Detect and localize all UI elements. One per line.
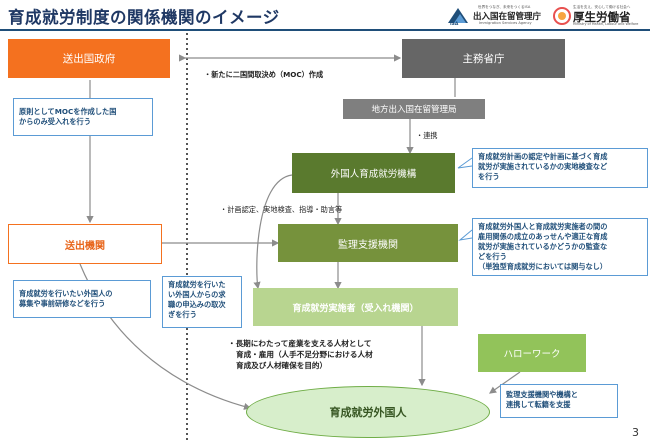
sending-government-label: 送出国政府	[62, 53, 116, 65]
renkei-label: ・連携	[416, 131, 438, 140]
note-line: 監理支援機関や機構と	[506, 390, 578, 399]
isa-logo: ISA 世界をつなぎ、未来をつくるISA 出入国在留管理庁 Immigratio…	[446, 5, 546, 27]
sending-government-box: 送出国政府	[8, 39, 170, 78]
hello-work-note: 監理支援機関や機構と 連携して転籍を支援	[500, 384, 618, 418]
training-implementer-arrow	[253, 174, 293, 290]
isa-logo-icon	[448, 8, 468, 23]
note-line: 育成就労計画の認定や計画に基づく育成	[478, 152, 608, 161]
purpose-text: ・長期にわたって産業を支える人材として 育成・雇用（人手不足分野における人材 育…	[228, 338, 373, 371]
mhlw-logo: 生活を支え、安心して働ける社会へ 厚生労働省 Ministry of Healt…	[553, 5, 648, 27]
ministries-box: 主務省庁	[402, 39, 565, 78]
note-line: （単独型育成就労においては関与なし）	[478, 262, 608, 271]
purpose-line: 育成及び人材確保を目的）	[236, 361, 328, 370]
note-line: 原則としてMOCを作成した国	[19, 107, 117, 116]
mhlw-logo-icon	[553, 7, 571, 25]
note-line: 育成就労を行いた	[168, 280, 226, 289]
sending-organization-label: 送出機関	[65, 240, 105, 252]
note-line: 育成就労外国人と育成就労実施者の間の	[478, 222, 608, 231]
regional-bureau-label: 地方出入国在留管理局	[371, 105, 457, 115]
training-note-pointer	[457, 157, 473, 169]
note-line: い外国人からの求	[168, 290, 226, 299]
note-line: 連携して転籍を支援	[506, 400, 571, 409]
regional-bureau-box: 地方出入国在留管理局	[343, 99, 485, 119]
training-organization-box: 外国人育成就労機構	[292, 153, 455, 193]
hellowork-worker-arrow	[489, 371, 521, 394]
note-line: 就労が実施されているかどうかの監査な	[478, 242, 608, 251]
page-title: 育成就労制度の関係機関のイメージ	[8, 8, 280, 27]
note-line: 就労が実施されているかの実地検査など	[478, 162, 608, 171]
isa-logo-text: ISA	[450, 22, 459, 27]
note-line: ぎを行う	[168, 310, 197, 319]
implementer-box: 育成就労実施者（受入れ機関）	[253, 288, 458, 326]
note-line: どを行う	[478, 252, 507, 261]
isa-tagline: 世界をつなぎ、未来をつくるISA	[478, 5, 531, 9]
implementer-label: 育成就労実施者（受入れ機関）	[292, 303, 419, 314]
foreign-worker-ellipse: 育成就労外国人	[246, 386, 490, 438]
mhlw-tagline: 生活を支え、安心して働ける社会へ	[573, 5, 631, 9]
supervising-org-note: 育成就労外国人と育成就労実施者の間の 雇用関係の成立のあっせんや適正な育成 就労…	[472, 218, 648, 276]
mhlw-name: 厚生労働省	[573, 10, 631, 24]
note-line: 募集や事前研修などを行う	[19, 299, 106, 308]
header-rule	[0, 29, 650, 31]
supervising-org-note-2: 育成就労を行いた い外国人からの求 職の申込みの取次 ぎを行う	[162, 276, 242, 328]
note-line: 育成就労を行いたい外国人の	[19, 289, 113, 298]
inspection-label: ・計画認定、実地検査、指導・助言等	[220, 205, 343, 214]
sending-org-note: 育成就労を行いたい外国人の 募集や事前研修などを行う	[13, 280, 151, 318]
note-line: を行う	[478, 172, 500, 181]
supervising-organization-label: 監理支援機関	[338, 239, 398, 251]
page-number: 3	[632, 426, 639, 439]
note-line: 雇用関係の成立のあっせんや適正な育成	[478, 232, 608, 241]
moc-label: ・新たに二国間取決め（MOC）作成	[204, 70, 324, 79]
ministries-label: 主務省庁	[462, 53, 505, 65]
foreign-worker-label: 育成就労外国人	[329, 406, 407, 419]
purpose-line: 育成・雇用（人手不足分野における人材	[236, 350, 373, 359]
note-line: 職の申込みの取次	[168, 300, 226, 309]
government-note: 原則としてMOCを作成した国 からのみ受入れを行う	[13, 98, 153, 136]
isa-name: 出入国在留管理庁	[473, 12, 542, 22]
hello-work-box: ハローワーク	[478, 334, 586, 372]
mhlw-name-en: Ministry of Health, Labour and Welfare	[573, 22, 639, 26]
isa-name-en: Immigration Services Agency	[479, 21, 532, 25]
note-line: からのみ受入れを行う	[19, 117, 91, 126]
supervising-organization-box: 監理支援機関	[278, 224, 458, 262]
sending-organization-box: 送出機関	[8, 224, 162, 264]
purpose-line: ・長期にわたって産業を支える人材として	[228, 339, 372, 348]
supervising-note-pointer	[458, 229, 473, 241]
training-org-note: 育成就労計画の認定や計画に基づく育成 就労が実施されているかの実地検査など を行…	[472, 148, 648, 188]
training-organization-label: 外国人育成就労機構	[330, 169, 417, 180]
hello-work-label: ハローワーク	[503, 349, 561, 360]
